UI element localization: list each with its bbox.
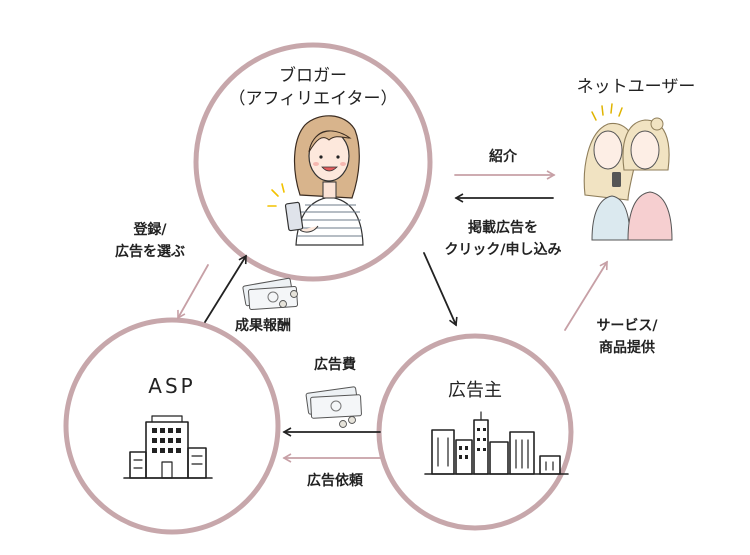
advertiser-node-circle [376,333,574,531]
introduce-label: 紹介 [489,148,518,165]
ad-request-label: 広告依頼 [307,472,364,489]
blogger-title-line1: ブロガー [279,65,347,86]
advertiser-city-skyline-icon [424,411,569,475]
arrow-asp-to-blogger [204,254,247,323]
asp-title: ASP [148,374,195,398]
reward-label: 成果報酬 [235,317,291,334]
arrow-advertiser-to-user [564,260,608,331]
net-user-title: ネットユーザー [577,77,696,97]
service-label-line2: 商品提供 [599,339,655,356]
arrow-blogger-to-asp [177,264,209,320]
register-label-line2: 広告を選ぶ [115,243,185,260]
service-label-line1: サービス/ [596,318,658,334]
blogger-title-line2: （アフィリエイター） [229,89,398,109]
ad-fee-label: 広告費 [314,356,356,373]
net-users-illustration [583,103,673,241]
click-apply-label-line1: 掲載広告を [468,219,538,236]
blogger-woman-illustration [267,115,364,246]
click-apply-label-line2: クリック/申し込み [444,241,561,258]
cash-ad-fee-illustration [305,386,362,428]
register-label-line1: 登録/ [132,221,167,238]
asp-building-icon [123,415,213,479]
cash-reward-illustration [242,277,299,311]
advertiser-title: 広告主 [448,380,502,401]
arrow-blogger-to-advertiser [423,252,458,327]
asp-node-circle [63,317,281,535]
